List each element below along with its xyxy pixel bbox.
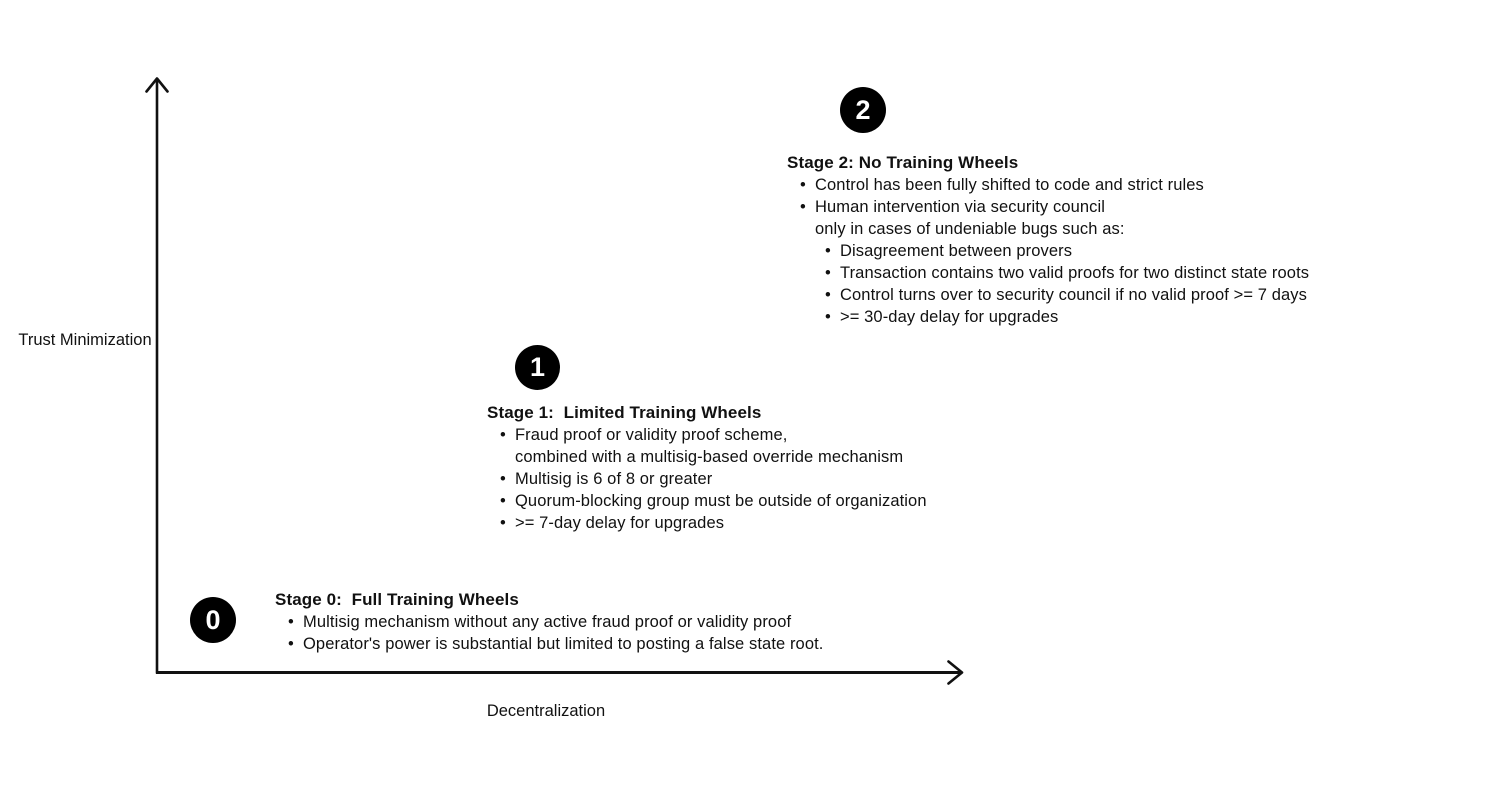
stage-2-block: Stage 2: No Training Wheels • Control ha… — [787, 152, 1309, 328]
stage-2-number: 2 — [855, 94, 871, 125]
bullet-text: Control has been fully shifted to code a… — [815, 176, 1204, 194]
stage-2-sub-bullet: • >= 30-day delay for upgrades — [787, 306, 1309, 328]
stage-2-bullet: • Control has been fully shifted to code… — [787, 174, 1309, 196]
bullet-text: Multisig is 6 of 8 or greater — [515, 470, 713, 488]
stage-1-bullet-continuation: combined with a multisig-based override … — [487, 446, 927, 468]
stage-2-sub-bullet: • Control turns over to security council… — [787, 284, 1309, 306]
stage-1-number: 1 — [529, 352, 546, 382]
stage-0-badge: 0 — [190, 597, 236, 643]
bullet-icon: • — [288, 613, 294, 631]
bullet-icon: • — [500, 492, 506, 510]
stage-0-bullet: • Multisig mechanism without any active … — [275, 611, 823, 633]
bullet-icon: • — [500, 470, 506, 488]
stage-0-block: Stage 0: Full Training Wheels • Multisig… — [275, 589, 823, 655]
bullet-text: Control turns over to security council i… — [840, 286, 1307, 304]
stage-1-badge: 1 — [515, 345, 560, 390]
bullet-icon: • — [800, 176, 806, 194]
stage-1-title: Stage 1: Limited Training Wheels — [487, 403, 762, 422]
stage-2-bullet: • Human intervention via security counci… — [787, 196, 1309, 218]
stage-2-title: Stage 2: No Training Wheels — [787, 153, 1019, 172]
bullet-text: Fraud proof or validity proof scheme, — [515, 426, 788, 444]
stage-1-bullet: • >= 7-day delay for upgrades — [487, 512, 927, 534]
bullet-text: only in cases of undeniable bugs such as… — [815, 220, 1125, 238]
x-axis — [156, 660, 964, 685]
bullet-icon: • — [800, 198, 806, 216]
stage-0-title: Stage 0: Full Training Wheels — [275, 590, 519, 609]
bullet-text: Disagreement between provers — [840, 242, 1073, 260]
stage-0-bullet: • Operator's power is substantial but li… — [275, 633, 823, 655]
bullet-text: >= 7-day delay for upgrades — [515, 514, 725, 532]
stage-2-bullet-continuation: only in cases of undeniable bugs such as… — [787, 218, 1309, 240]
bullet-text: Human intervention via security council — [815, 198, 1106, 216]
y-axis-arrow-icon — [145, 77, 169, 93]
bullet-text: >= 30-day delay for upgrades — [840, 308, 1059, 326]
y-axis — [145, 77, 169, 674]
bullet-text: combined with a multisig-based override … — [515, 448, 904, 466]
bullet-icon: • — [825, 242, 831, 260]
bullet-icon: • — [288, 635, 294, 653]
bullet-icon: • — [825, 286, 831, 304]
stage-1-bullet: • Fraud proof or validity proof scheme, — [487, 424, 927, 446]
bullet-text: Operator's power is substantial but limi… — [303, 635, 824, 653]
x-axis-label: Decentralization — [486, 702, 606, 720]
stage-2-badge: 2 — [840, 87, 886, 133]
stage-0-number: 0 — [205, 604, 221, 635]
bullet-text: Quorum-blocking group must be outside of… — [515, 492, 927, 510]
stage-1-bullet: • Multisig is 6 of 8 or greater — [487, 468, 927, 490]
bullet-icon: • — [825, 308, 831, 326]
stage-2-sub-bullet: • Disagreement between provers — [787, 240, 1309, 262]
bullet-text: Transaction contains two valid proofs fo… — [840, 264, 1310, 282]
stage-1-block: Stage 1: Limited Training Wheels • Fraud… — [487, 402, 927, 534]
stage-1-bullet: • Quorum-blocking group must be outside … — [487, 490, 927, 512]
bullet-icon: • — [825, 264, 831, 282]
bullet-icon: • — [500, 514, 506, 532]
bullet-icon: • — [500, 426, 506, 444]
bullet-text: Multisig mechanism without any active fr… — [303, 613, 792, 631]
y-axis-label: Trust Minimization — [18, 331, 152, 349]
x-axis-arrow-icon — [947, 660, 964, 685]
stage-2-sub-bullet: • Transaction contains two valid proofs … — [787, 262, 1309, 284]
